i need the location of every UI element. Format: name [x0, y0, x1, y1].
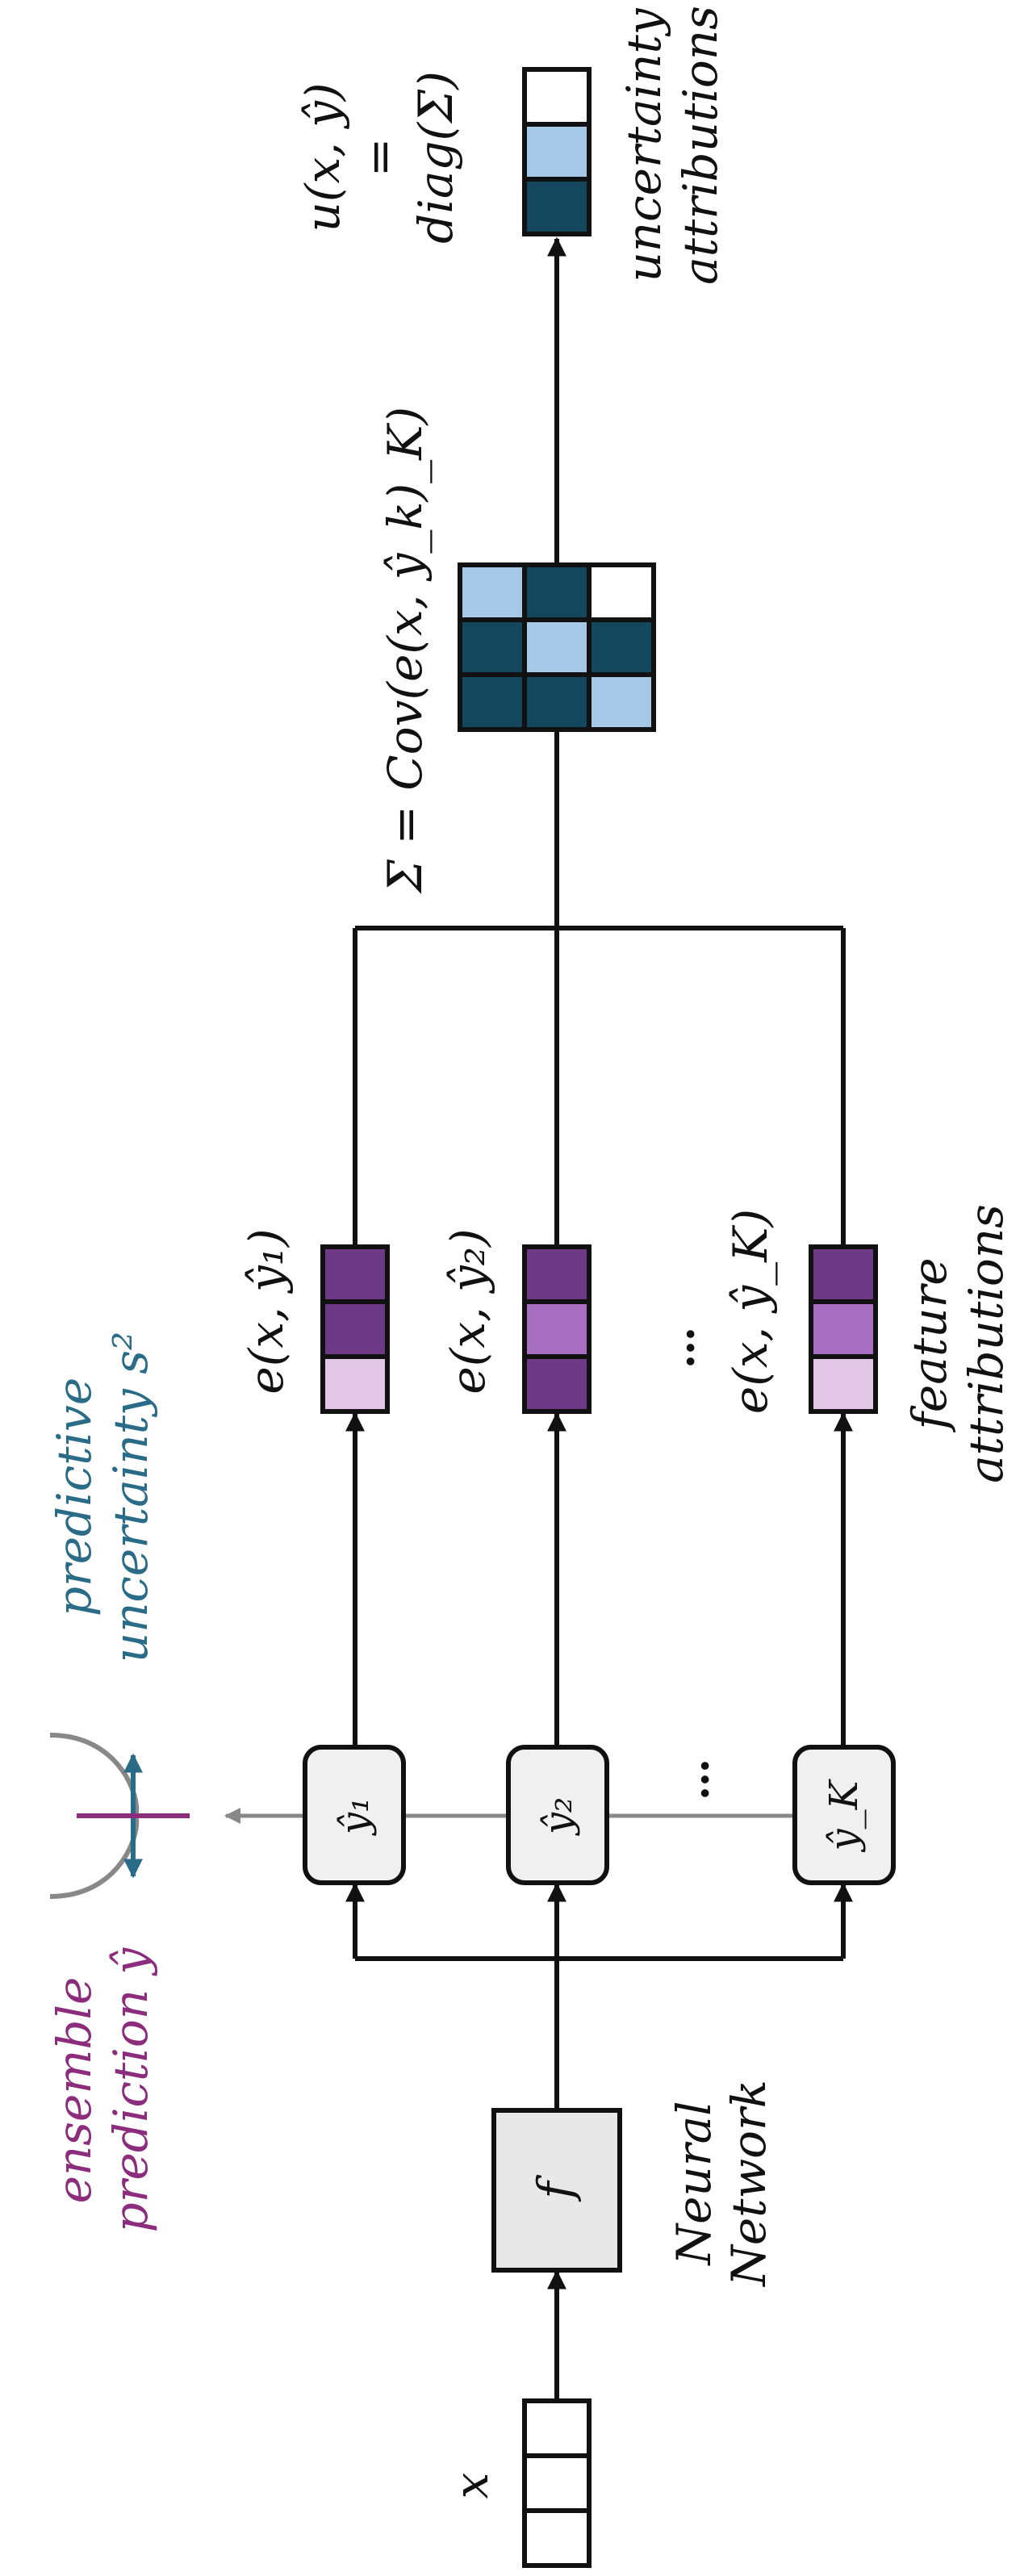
predictive-uncertainty-line2: uncertainty s² [103, 1332, 158, 1663]
network-box [491, 2108, 622, 2273]
output-formula-line1: u(x, ŷ) [295, 83, 350, 232]
network-caption-line1: Neural [667, 2101, 721, 2266]
uncertainty-attribution-vector [522, 67, 592, 236]
covariance-label: Σ = Cov(e(x, ŷ_k)_K) [378, 407, 433, 894]
ensemble-member-2: ŷ₂ [506, 1745, 609, 1885]
gaussian-distribution-icon [49, 1733, 190, 1899]
member-label-2: ŷ₂ [536, 1797, 581, 1836]
explanation-label-1: e(x, ŷ₁) [239, 1228, 294, 1394]
feature-attribution-vector-K [809, 1244, 878, 1414]
network-caption-line2: Network [721, 2080, 776, 2288]
explanation-label-2: e(x, ŷ₂) [441, 1228, 495, 1394]
member-ellipsis: … [670, 1758, 719, 1800]
feature-attributions-caption-line2: attributions [959, 1204, 1014, 1483]
covariance-matrix [458, 562, 656, 732]
input-label: x [444, 2473, 499, 2499]
feature-attribution-vector-2 [522, 1244, 592, 1414]
uncertainty-attributions-caption-line1: uncertainty [617, 7, 671, 282]
input-vector [522, 2398, 592, 2568]
member-label-1: ŷ₁ [332, 1797, 378, 1836]
feature-attributions-caption-line1: feature [902, 1257, 957, 1432]
member-label-K: ŷ_K [821, 1778, 867, 1852]
explanation-label-K: e(x, ŷ_K) [723, 1209, 778, 1414]
feature-attribution-vector-1 [320, 1244, 390, 1414]
ensemble-member-1: ŷ₁ [303, 1745, 406, 1885]
uncertainty-attributions-caption-line2: attributions [673, 6, 728, 285]
predictive-uncertainty-line1: predictive [47, 1378, 102, 1616]
ensemble-member-K: ŷ_K [792, 1745, 896, 1885]
output-formula-line2: = [352, 138, 407, 178]
output-formula-line3: diag(Σ) [408, 71, 463, 244]
ensemble-prediction-line2: prediction ŷ [103, 1947, 158, 2232]
ensemble-prediction-line1: ensemble [47, 1977, 102, 2204]
explanation-ellipsis: … [655, 1327, 704, 1369]
